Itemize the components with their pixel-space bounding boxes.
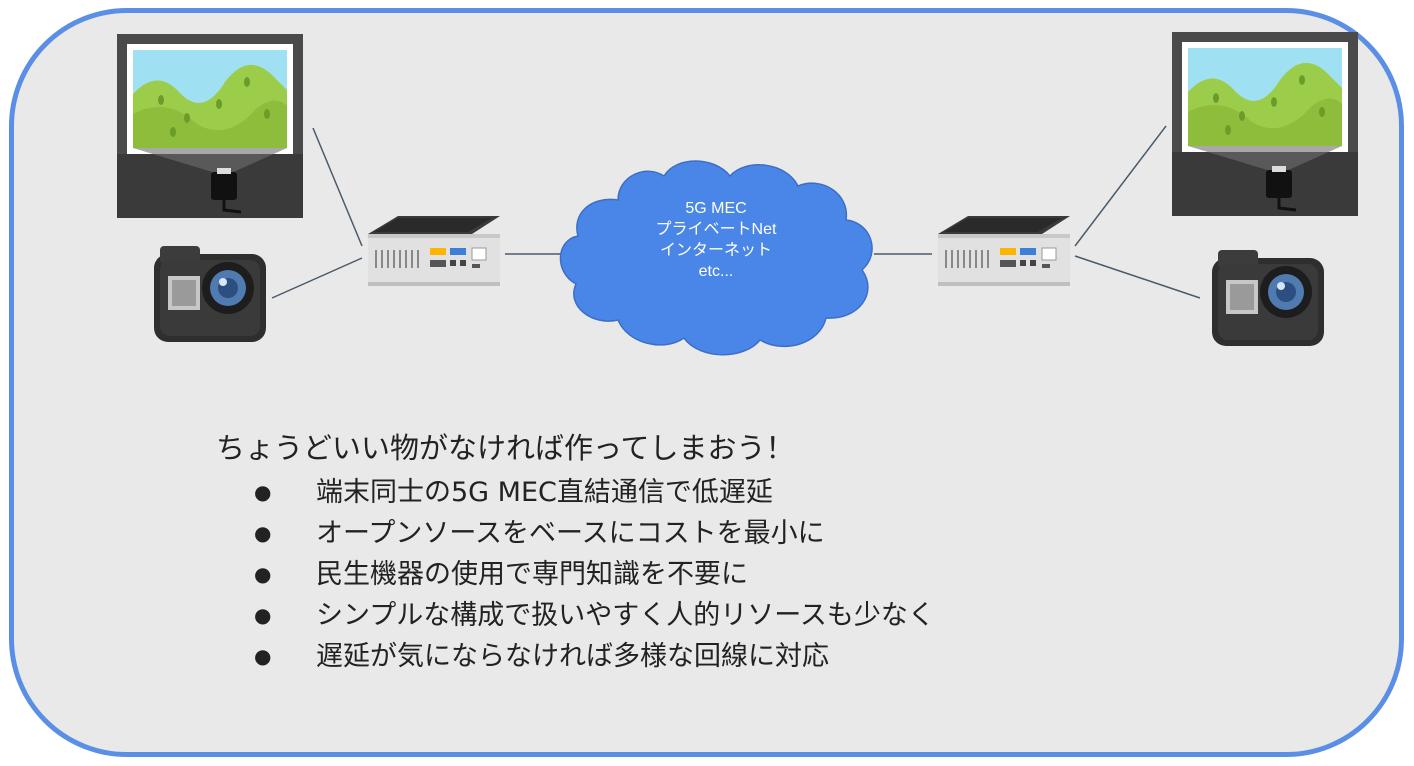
list-item-text: オープンソースをベースにコストを最小に bbox=[316, 518, 825, 549]
list-item-text: 民生機器の使用で専門知識を不要に bbox=[316, 559, 748, 590]
connector-left-projector bbox=[312, 127, 363, 247]
bullet-icon: ● bbox=[254, 562, 272, 586]
projector-screen-icon bbox=[1170, 30, 1360, 218]
list-item: ● 端末同士の5G MEC直結通信で低遅延 bbox=[254, 472, 935, 513]
cloud-line: 5G MEC bbox=[685, 200, 747, 217]
cloud-icon bbox=[559, 160, 873, 356]
bullet-icon: ● bbox=[254, 603, 272, 627]
connector-right-projector bbox=[1074, 125, 1167, 247]
cloud-line: etc... bbox=[698, 263, 734, 280]
summary-section: ちょうどいい物がなければ作ってしまおう！ ● 端末同士の5G MEC直結通信で低遅… bbox=[216, 428, 935, 677]
list-item-text: 端末同士の5G MEC直結通信で低遅延 bbox=[316, 477, 773, 508]
list-item: ● 民生機器の使用で専門知識を不要に bbox=[254, 554, 935, 595]
list-item-text: シンプルな構成で扱いやすく人的リソースも少なく bbox=[316, 600, 935, 631]
connector-left-camera bbox=[271, 257, 363, 299]
cloud-label: 5G MEC プライベートNet インターネット etc... bbox=[592, 198, 840, 282]
action-camera-icon bbox=[154, 246, 266, 342]
summary-heading: ちょうどいい物がなければ作ってしまおう！ bbox=[216, 431, 795, 465]
mini-pc-icon bbox=[937, 215, 1071, 287]
action-camera-icon bbox=[1212, 250, 1324, 346]
list-item: ● シンプルな構成で扱いやすく人的リソースも少なく bbox=[254, 595, 935, 636]
bullet-icon: ● bbox=[254, 644, 272, 668]
mini-pc-icon bbox=[367, 215, 501, 287]
summary-list: ● 端末同士の5G MEC直結通信で低遅延 ● オープンソースをベースにコストを最小… bbox=[216, 472, 935, 677]
bullet-icon: ● bbox=[254, 480, 272, 504]
list-item: ● 遅延が気にならなければ多様な回線に対応 bbox=[254, 636, 935, 677]
connector-right-camera bbox=[1074, 255, 1201, 299]
bullet-icon: ● bbox=[254, 521, 272, 545]
list-item-text: 遅延が気にならなければ多様な回線に対応 bbox=[316, 641, 829, 672]
cloud-line: インターネット bbox=[659, 242, 772, 259]
projector-screen-icon bbox=[115, 32, 305, 220]
cloud-line: プライベートNet bbox=[655, 221, 777, 238]
list-item: ● オープンソースをベースにコストを最小に bbox=[254, 513, 935, 554]
